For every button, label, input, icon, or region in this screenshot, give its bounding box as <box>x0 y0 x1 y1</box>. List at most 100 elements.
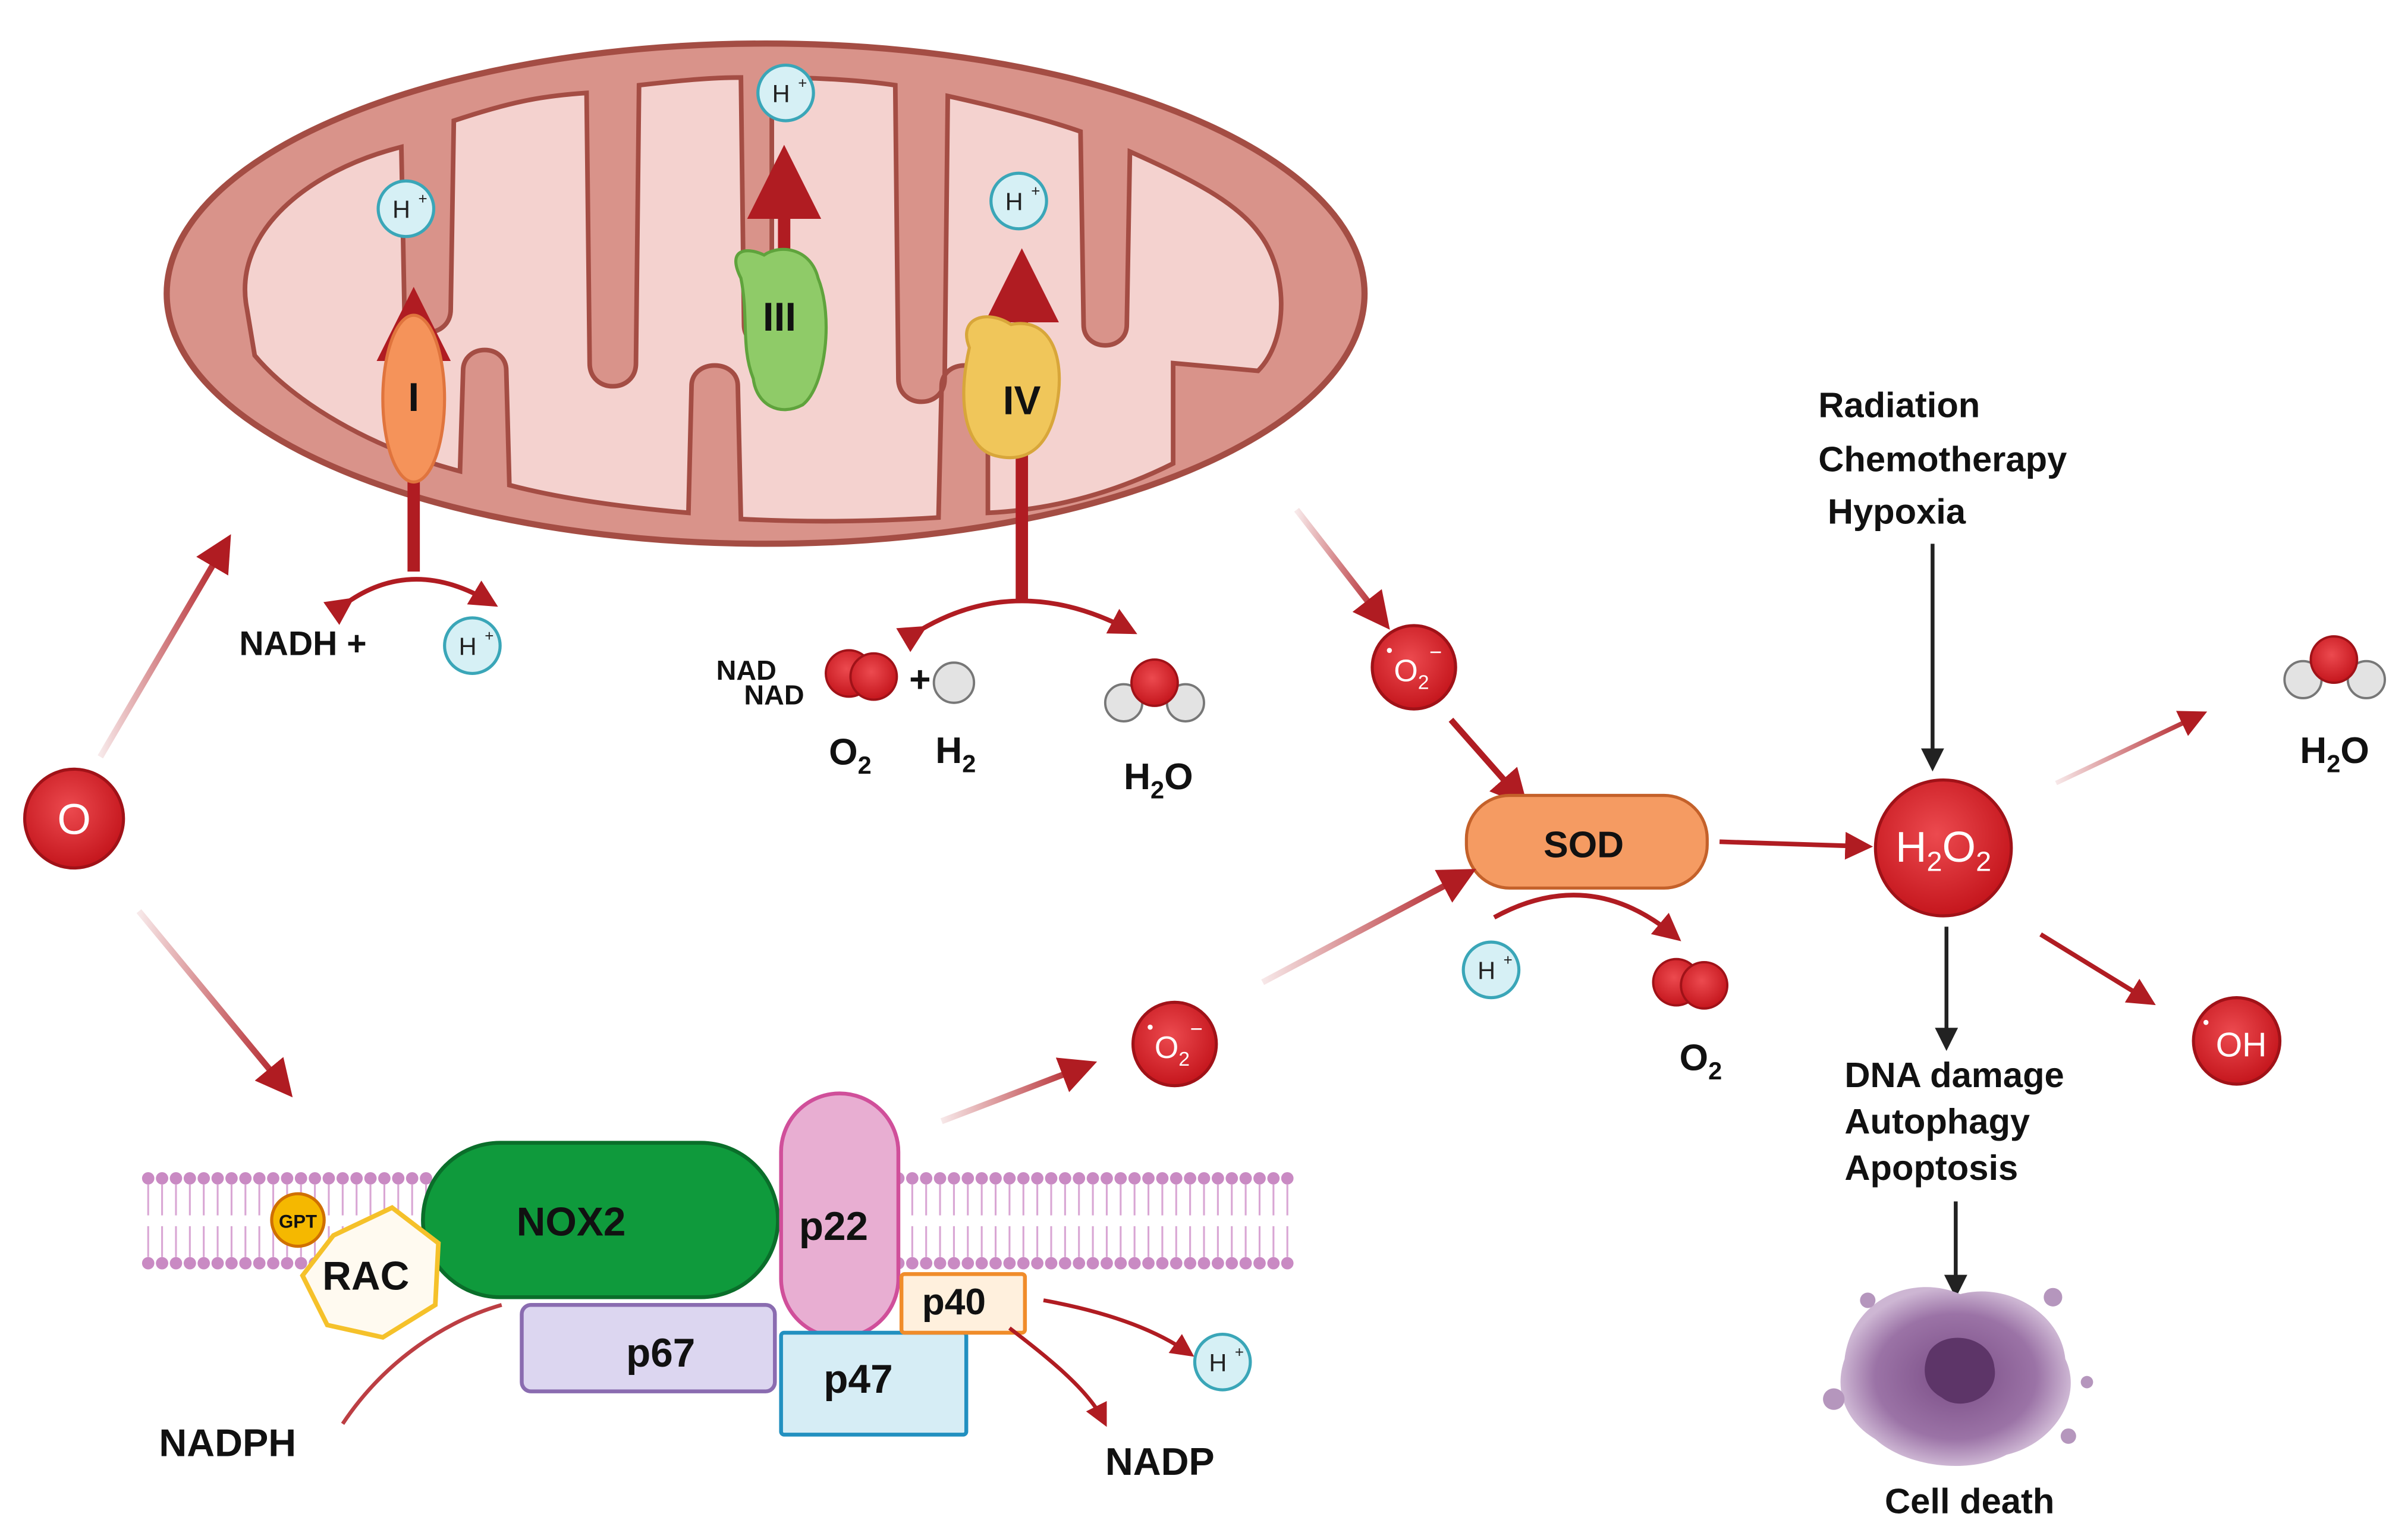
stressor-hypoxia: Hypoxia <box>1828 492 1966 532</box>
effect-dna-damage: DNA damage <box>1844 1055 2064 1095</box>
nox2-protein: NOX2 <box>421 1141 780 1299</box>
lipid-head <box>948 1172 960 1185</box>
lipid-head <box>1031 1257 1043 1270</box>
nadp-output-arrow <box>1008 1326 1107 1427</box>
h2o-label-mito: H2O <box>1124 756 1193 804</box>
proton-ion-nox: H + <box>1193 1332 1252 1392</box>
lipid-head <box>1281 1257 1294 1270</box>
lipid-head <box>1031 1172 1043 1185</box>
lipid-head <box>948 1257 960 1270</box>
lipid-head <box>933 1172 947 1185</box>
lipid-head <box>364 1172 377 1185</box>
lipid-head <box>1184 1257 1197 1270</box>
superoxide-label: O2 <box>1155 1031 1190 1070</box>
complex-iv-reaction-arrow <box>896 598 1137 652</box>
p22-label: p22 <box>799 1204 868 1249</box>
proton-ion-sod: H + <box>1461 940 1521 1000</box>
proton-symbol: H <box>772 80 790 108</box>
h2o2-label: H2O2 <box>1895 823 1991 877</box>
sod-label: SOD <box>1543 824 1624 865</box>
lipid-head <box>1211 1257 1224 1270</box>
gpt-label: GPT <box>279 1211 317 1232</box>
source-oxygen-node: O <box>23 767 125 870</box>
h2-molecule <box>932 661 976 704</box>
complex-iii: III <box>734 145 828 412</box>
effect-apoptosis: Apoptosis <box>1844 1148 2018 1188</box>
lipid-head <box>197 1257 210 1270</box>
lipid-head <box>1086 1172 1099 1185</box>
lipid-head <box>1073 1257 1086 1270</box>
lipid-head <box>1017 1257 1030 1270</box>
lipid-head <box>309 1172 321 1185</box>
proton-symbol: H <box>1005 188 1023 216</box>
o2-label-sod: O2 <box>1680 1038 1722 1085</box>
radical-dot: • <box>1386 640 1392 661</box>
lipid-head <box>1267 1257 1280 1270</box>
nadph-label: NADPH <box>159 1421 296 1465</box>
effects-list: DNA damage Autophagy Apoptosis <box>1844 1055 2064 1188</box>
p47-protein: p47 <box>779 1330 969 1437</box>
effect-autophagy: Autophagy <box>1844 1101 2030 1141</box>
plus-sign: + <box>909 660 930 701</box>
o2-label-mito: O2 <box>829 732 872 780</box>
proton-ion-3: H + <box>756 63 815 123</box>
lipid-head <box>1045 1172 1058 1185</box>
lipid-head <box>1281 1172 1294 1185</box>
superoxide-mito: • O2 − <box>1370 624 1457 711</box>
mitochondrion: I III IV H + H + H + <box>164 40 1368 602</box>
lipid-head <box>1003 1257 1016 1270</box>
nad-label-1: NAD <box>716 655 777 686</box>
lipid-head <box>294 1257 307 1270</box>
sod-reaction-arrow <box>1493 893 1681 941</box>
rac-label: RAC <box>322 1254 409 1298</box>
lipid-head <box>961 1257 974 1270</box>
lipid-head <box>267 1172 279 1185</box>
lipid-head <box>1073 1172 1086 1185</box>
stressor-chemotherapy: Chemotherapy <box>1818 439 2067 479</box>
hydroxyl-radical: • OH <box>2192 996 2282 1086</box>
p67-protein: p67 <box>520 1303 777 1393</box>
proton-ion-4: H + <box>989 171 1048 231</box>
arrow-h2o2-to-water <box>2055 711 2208 786</box>
nox2-label: NOX2 <box>517 1200 626 1244</box>
lipid-head <box>1017 1172 1030 1185</box>
dying-cell-illustration <box>1823 1287 2093 1467</box>
lipid-head <box>225 1257 238 1270</box>
lipid-head <box>1003 1172 1016 1185</box>
complex-i-reaction-arrow <box>323 577 498 625</box>
arrow-sod-to-h2o2 <box>1719 831 1873 860</box>
lipid-head <box>378 1172 391 1185</box>
lipid-head <box>253 1257 266 1270</box>
lipid-head <box>1114 1172 1127 1185</box>
lipid-head <box>1128 1172 1141 1185</box>
lipid-head <box>906 1257 919 1270</box>
lipid-head <box>1101 1172 1113 1185</box>
lipid-head <box>322 1172 335 1185</box>
radical-dot: • <box>1147 1016 1153 1037</box>
complex-iv-label: IV <box>1003 378 1041 423</box>
lipid-head <box>183 1257 196 1270</box>
arrow-nox-to-superoxide <box>940 1057 1098 1125</box>
lipid-head <box>1211 1172 1224 1185</box>
lipid-head <box>1045 1257 1058 1270</box>
proton-symbol: H <box>1478 956 1495 984</box>
proton-charge: + <box>1504 951 1513 969</box>
complex-i-label: I <box>408 375 419 420</box>
lipid-head <box>239 1257 252 1270</box>
h2-label: H2 <box>935 730 976 778</box>
nad-label-2: NAD <box>744 679 804 710</box>
lipid-head <box>1142 1257 1155 1270</box>
lipid-head <box>239 1172 252 1185</box>
h2o-molecule-product <box>2283 635 2387 699</box>
lipid-head <box>169 1172 183 1185</box>
proton-symbol: H <box>459 632 477 660</box>
cell-death-label: Cell death <box>1885 1481 2054 1521</box>
lipid-head <box>1156 1257 1169 1270</box>
arrow-to-mitochondrion <box>98 534 231 759</box>
lipid-head <box>281 1257 294 1270</box>
lipid-head <box>225 1172 238 1185</box>
lipid-head <box>989 1257 1002 1270</box>
lipid-head <box>405 1172 419 1185</box>
lipid-head <box>975 1257 988 1270</box>
